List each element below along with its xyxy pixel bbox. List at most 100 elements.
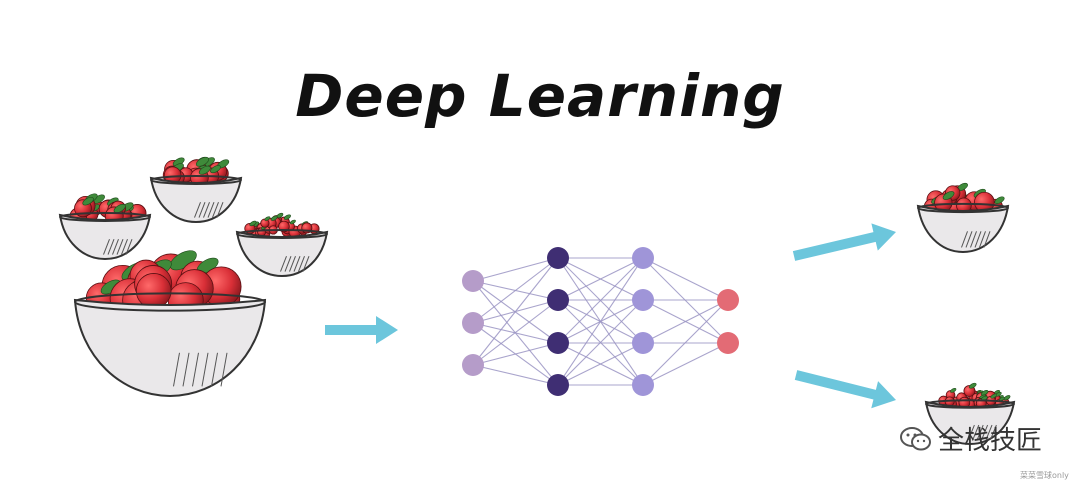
bowl-shading xyxy=(979,231,986,248)
bowl-small-top xyxy=(149,156,243,224)
leaf xyxy=(82,196,94,206)
bowl xyxy=(916,204,1010,254)
leaf xyxy=(981,389,989,396)
bowl-shading xyxy=(198,202,206,218)
bowl-rim xyxy=(917,202,1009,214)
bowl-shading xyxy=(298,256,305,272)
leaf xyxy=(289,219,296,225)
hidden-node-layer1 xyxy=(547,332,569,354)
network-edge xyxy=(557,257,644,301)
brand-watermark: 全栈技匠 xyxy=(900,420,1042,457)
brand-label: 全栈技匠 xyxy=(938,426,1043,456)
bowl-shading xyxy=(985,424,993,440)
bowl-large xyxy=(73,250,267,398)
network-edge xyxy=(557,257,644,344)
bowl-shading xyxy=(961,231,968,248)
network-edge xyxy=(472,342,559,366)
bowl-shading xyxy=(983,231,991,248)
leaf xyxy=(270,215,278,221)
bowl xyxy=(73,298,267,398)
network-edge xyxy=(557,299,644,386)
bowl-shading xyxy=(201,352,209,387)
bowl-shading xyxy=(107,239,115,255)
bowl xyxy=(58,213,152,261)
hidden-node-layer1 xyxy=(547,374,569,396)
tomato xyxy=(135,273,172,309)
leaf xyxy=(283,214,291,220)
leaf xyxy=(942,191,955,200)
bowl-shading xyxy=(207,202,215,218)
output-node xyxy=(717,332,739,354)
network-edge xyxy=(557,342,644,386)
leaf xyxy=(950,388,957,393)
bowl-rim xyxy=(150,175,242,185)
bowl-rim xyxy=(236,229,328,239)
wechat-icon xyxy=(900,426,931,450)
output-node xyxy=(717,289,739,311)
bowl-shading xyxy=(981,424,989,440)
input-node xyxy=(462,312,484,334)
bowl-shading xyxy=(194,202,201,218)
bowl-small-left xyxy=(58,193,152,261)
arrow-shape xyxy=(792,223,896,261)
bowl-small-right xyxy=(235,212,329,278)
bowl-shading xyxy=(182,352,190,387)
bowl-shading xyxy=(972,424,980,440)
bowl xyxy=(235,230,329,278)
network-edge xyxy=(642,342,729,386)
leaf xyxy=(113,204,126,213)
network-edge xyxy=(472,257,559,324)
bowl-shading xyxy=(220,352,228,387)
network-edge xyxy=(472,299,559,366)
output-bowls-group xyxy=(916,182,1016,446)
input-node xyxy=(462,270,484,292)
arrow-body xyxy=(325,316,398,344)
bowl-shading xyxy=(212,202,219,218)
bowl-shading xyxy=(293,256,301,272)
bowl-shading xyxy=(965,231,973,248)
leaf xyxy=(249,220,257,227)
bowl-shading xyxy=(125,239,133,255)
bowl-shading xyxy=(289,256,296,272)
bowl-shading xyxy=(967,424,975,440)
bowl-shading xyxy=(211,352,218,387)
network-edge xyxy=(642,299,729,386)
bowl-rim xyxy=(74,292,266,312)
tiny-watermark: 菜菜雪球only xyxy=(1020,471,1069,480)
leaf xyxy=(994,196,1005,205)
bowl-shading xyxy=(173,352,180,387)
network-edge xyxy=(642,257,729,301)
output-bowl-cherry-tomatoes xyxy=(924,382,1016,446)
diagram-title: Deep Learning xyxy=(295,62,785,130)
input-node xyxy=(462,354,484,376)
arrow-shape xyxy=(794,370,897,409)
bowl-shading xyxy=(112,239,119,255)
arrow-to-output-bottom xyxy=(794,370,897,409)
network-edges xyxy=(472,257,729,386)
hidden-node-layer2 xyxy=(632,247,654,269)
leaf xyxy=(195,156,210,167)
hidden-node-layer1 xyxy=(547,247,569,269)
network-edge xyxy=(557,257,644,386)
bowl-shading xyxy=(103,239,110,255)
bowl-shading xyxy=(989,424,997,440)
input-bowls-group xyxy=(58,156,329,398)
leaf xyxy=(1003,395,1011,401)
network-edge xyxy=(642,299,729,344)
bowl-shading xyxy=(302,256,310,272)
leaf xyxy=(990,393,997,399)
bowl-shading xyxy=(116,239,124,255)
bowl-shading xyxy=(216,202,224,218)
bowl-shading xyxy=(192,352,199,387)
leaf xyxy=(264,216,271,221)
neural-network xyxy=(462,247,739,396)
bowl-shading xyxy=(974,231,982,248)
bowl-shading xyxy=(976,424,984,440)
arrow-body xyxy=(792,223,896,261)
bowl-shading xyxy=(203,202,210,218)
hidden-node-layer1 xyxy=(547,289,569,311)
bowl-shading xyxy=(121,239,128,255)
hidden-node-layer2 xyxy=(632,332,654,354)
leaf xyxy=(210,165,221,174)
